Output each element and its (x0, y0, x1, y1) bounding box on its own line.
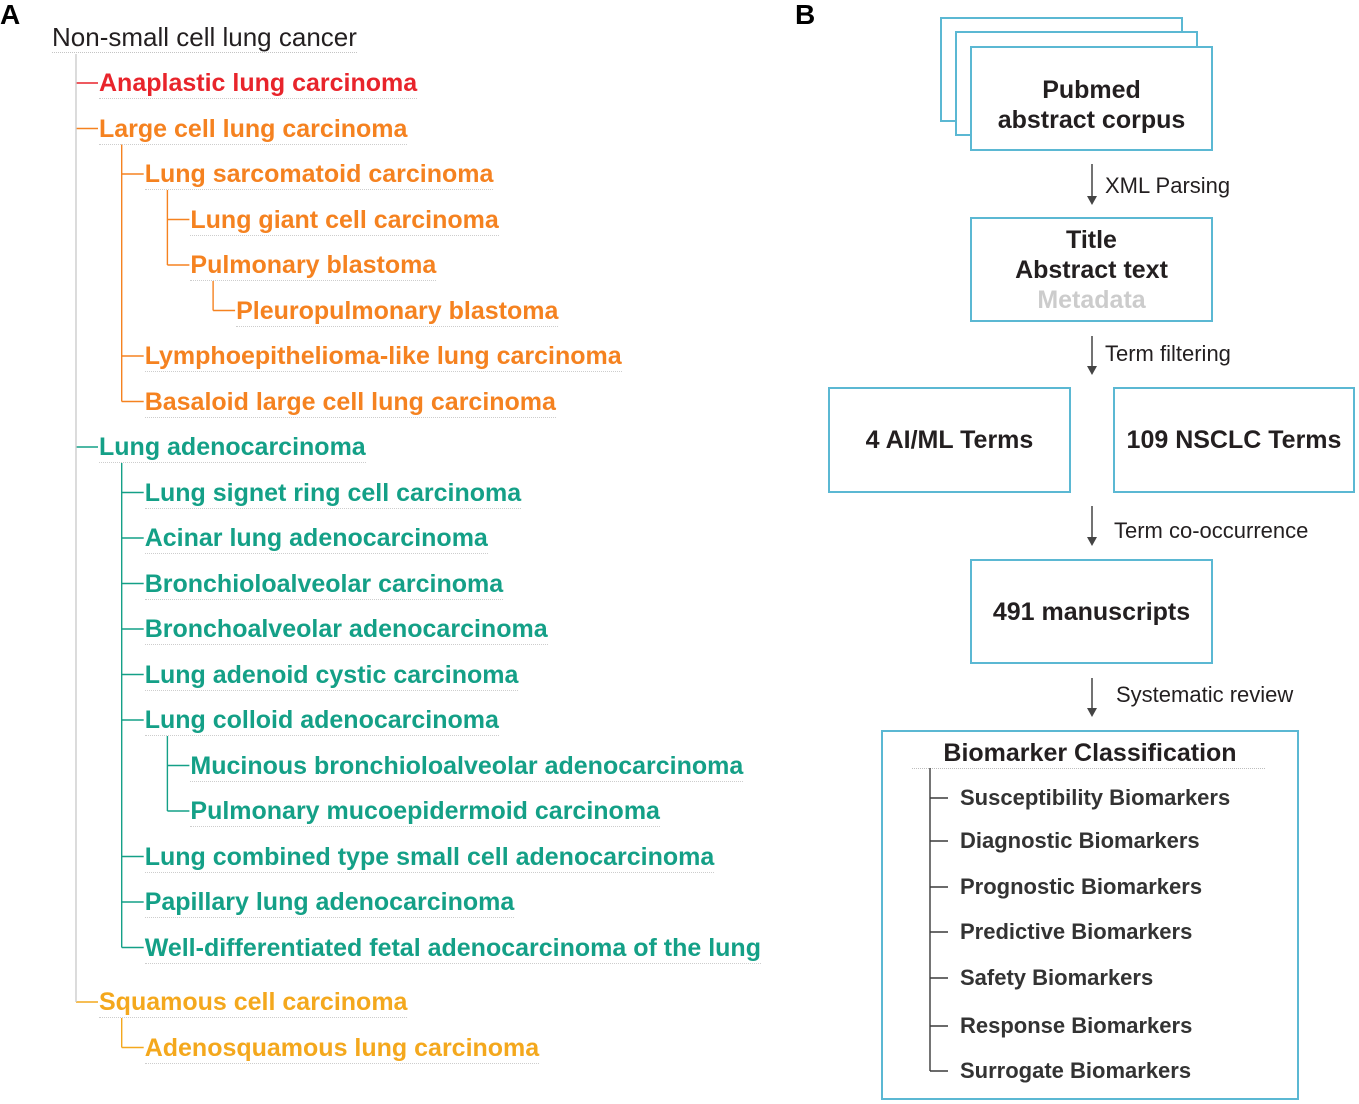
biomarker-safety: Safety Biomarkers (960, 965, 1154, 990)
aiml-terms-box: 4 AI/ML Terms (828, 387, 1071, 493)
node-basaloid-large-cell-lung-carcinoma: Basaloid large cell lung carcinoma (144, 387, 556, 418)
node-bronchioloalveolar-carcinoma: Bronchioloalveolar carcinoma (144, 569, 504, 600)
biomarker-diagnostic: Diagnostic Biomarkers (960, 828, 1200, 853)
biomarker-prognostic: Prognostic Biomarkers (960, 874, 1203, 899)
manuscripts-label: 491 manuscripts (992, 597, 1191, 626)
node-lung-giant-cell-carcinoma: Lung giant cell carcinoma (190, 205, 499, 236)
field-title: Title (1066, 225, 1117, 254)
node-acinar-lung-adenocarcinoma: Acinar lung adenocarcinoma (144, 524, 488, 554)
panel-b-flowchart: B Pubmed abstract corpus XML Parsing Tit… (780, 0, 1359, 1104)
classification-tree-lines (929, 768, 948, 1072)
node-anaplastic-lung-carcinoma: Anaplastic lung carcinoma (99, 69, 418, 99)
review-arrow (1087, 678, 1097, 717)
biomarker-predictive: Predictive Biomarkers (960, 919, 1193, 944)
node-mucinous-bronchioloalveolar-adenocarcinoma: Mucinous bronchioloalveolar adenocarcino… (190, 751, 744, 782)
node-lung-combined-type-small-cell-adenocarcinoma: Lung combined type small cell adenocarci… (144, 842, 715, 873)
biomarker-susceptibility: Susceptibility Biomarkers (960, 785, 1231, 810)
node-well-differentiated-fetal-adenocarcinoma-of-the-lung: Well-differentiated fetal adenocarcinoma… (144, 933, 761, 964)
step-label-review: Systematic review (1116, 682, 1294, 707)
cooccurrence-arrow-head (1087, 537, 1097, 546)
corpus-line-1: Pubmed (1042, 75, 1141, 104)
filtering-arrow-head (1087, 366, 1097, 375)
node-lymphoepithelioma-like-lung-carcinoma: Lymphoepithelioma-like lung carcinoma (144, 342, 622, 372)
node-lung-adenocarcinoma: Lung adenocarcinoma (99, 433, 366, 463)
node-adenosquamous-lung-carcinoma: Adenosquamous lung carcinoma (144, 1033, 540, 1064)
classification-box: Biomarker Classification Susceptibility … (881, 730, 1299, 1100)
node-large-cell-lung-carcinoma: Large cell lung carcinoma (99, 114, 408, 145)
biomarker-response: Response Biomarkers (960, 1013, 1193, 1038)
flow-arrows (1087, 164, 1097, 717)
node-papillary-lung-adenocarcinoma: Papillary lung adenocarcinoma (144, 888, 515, 918)
node-pulmonary-blastoma: Pulmonary blastoma (190, 251, 437, 281)
step-label-parsing: XML Parsing (1105, 173, 1231, 198)
step-label-filtering: Term filtering (1105, 341, 1231, 366)
filtering-arrow (1087, 336, 1097, 375)
node-lung-colloid-adenocarcinoma: Lung colloid adenocarcinoma (144, 706, 499, 736)
field-metadata: Metadata (1037, 285, 1146, 314)
node-lung-sarcomatoid-carcinoma: Lung sarcomatoid carcinoma (144, 160, 494, 190)
panel-a-subtype-tree: A Non-small cell lung cancer Anaplastic … (0, 0, 761, 1064)
panel-label-a: A (0, 0, 21, 30)
nsclc-terms-label: 109 NSCLC Terms (1126, 426, 1342, 454)
nsclc-terms-box: 109 NSCLC Terms (1113, 387, 1355, 493)
step-label-cooccurrence: Term co-occurrence (1114, 518, 1309, 543)
node-pleuropulmonary-blastoma: Pleuropulmonary blastoma (236, 296, 559, 327)
parsing-arrow (1087, 164, 1097, 205)
tree-connectors (75, 54, 236, 1049)
review-arrow-head (1087, 708, 1097, 717)
aiml-terms-label: 4 AI/ML Terms (865, 426, 1034, 454)
field-abstract: Abstract text (1015, 255, 1168, 284)
node-lung-adenoid-cystic-carcinoma: Lung adenoid cystic carcinoma (144, 660, 519, 691)
node-bronchoalveolar-adenocarcinoma: Bronchoalveolar adenocarcinoma (144, 615, 548, 645)
tree-root-label: Non-small cell lung cancer (52, 22, 357, 53)
cooccurrence-arrow (1087, 506, 1097, 546)
fields-box: Title Abstract text Metadata (970, 217, 1213, 322)
classification-title: Biomarker Classification (943, 739, 1237, 767)
corpus-line-2: abstract corpus (997, 105, 1186, 134)
manuscripts-box: 491 manuscripts (970, 559, 1213, 664)
node-lung-signet-ring-cell-carcinoma: Lung signet ring cell carcinoma (144, 478, 522, 509)
classification-title-underline (912, 768, 1265, 769)
panel-label-b: B (795, 0, 816, 30)
node-squamous-cell-carcinoma: Squamous cell carcinoma (99, 988, 408, 1018)
parsing-arrow-head (1087, 196, 1097, 205)
corpus-box: Pubmed abstract corpus (970, 46, 1213, 151)
biomarker-surrogate: Surrogate Biomarkers (960, 1058, 1192, 1083)
node-pulmonary-mucoepidermoid-carcinoma: Pulmonary mucoepidermoid carcinoma (190, 797, 660, 827)
